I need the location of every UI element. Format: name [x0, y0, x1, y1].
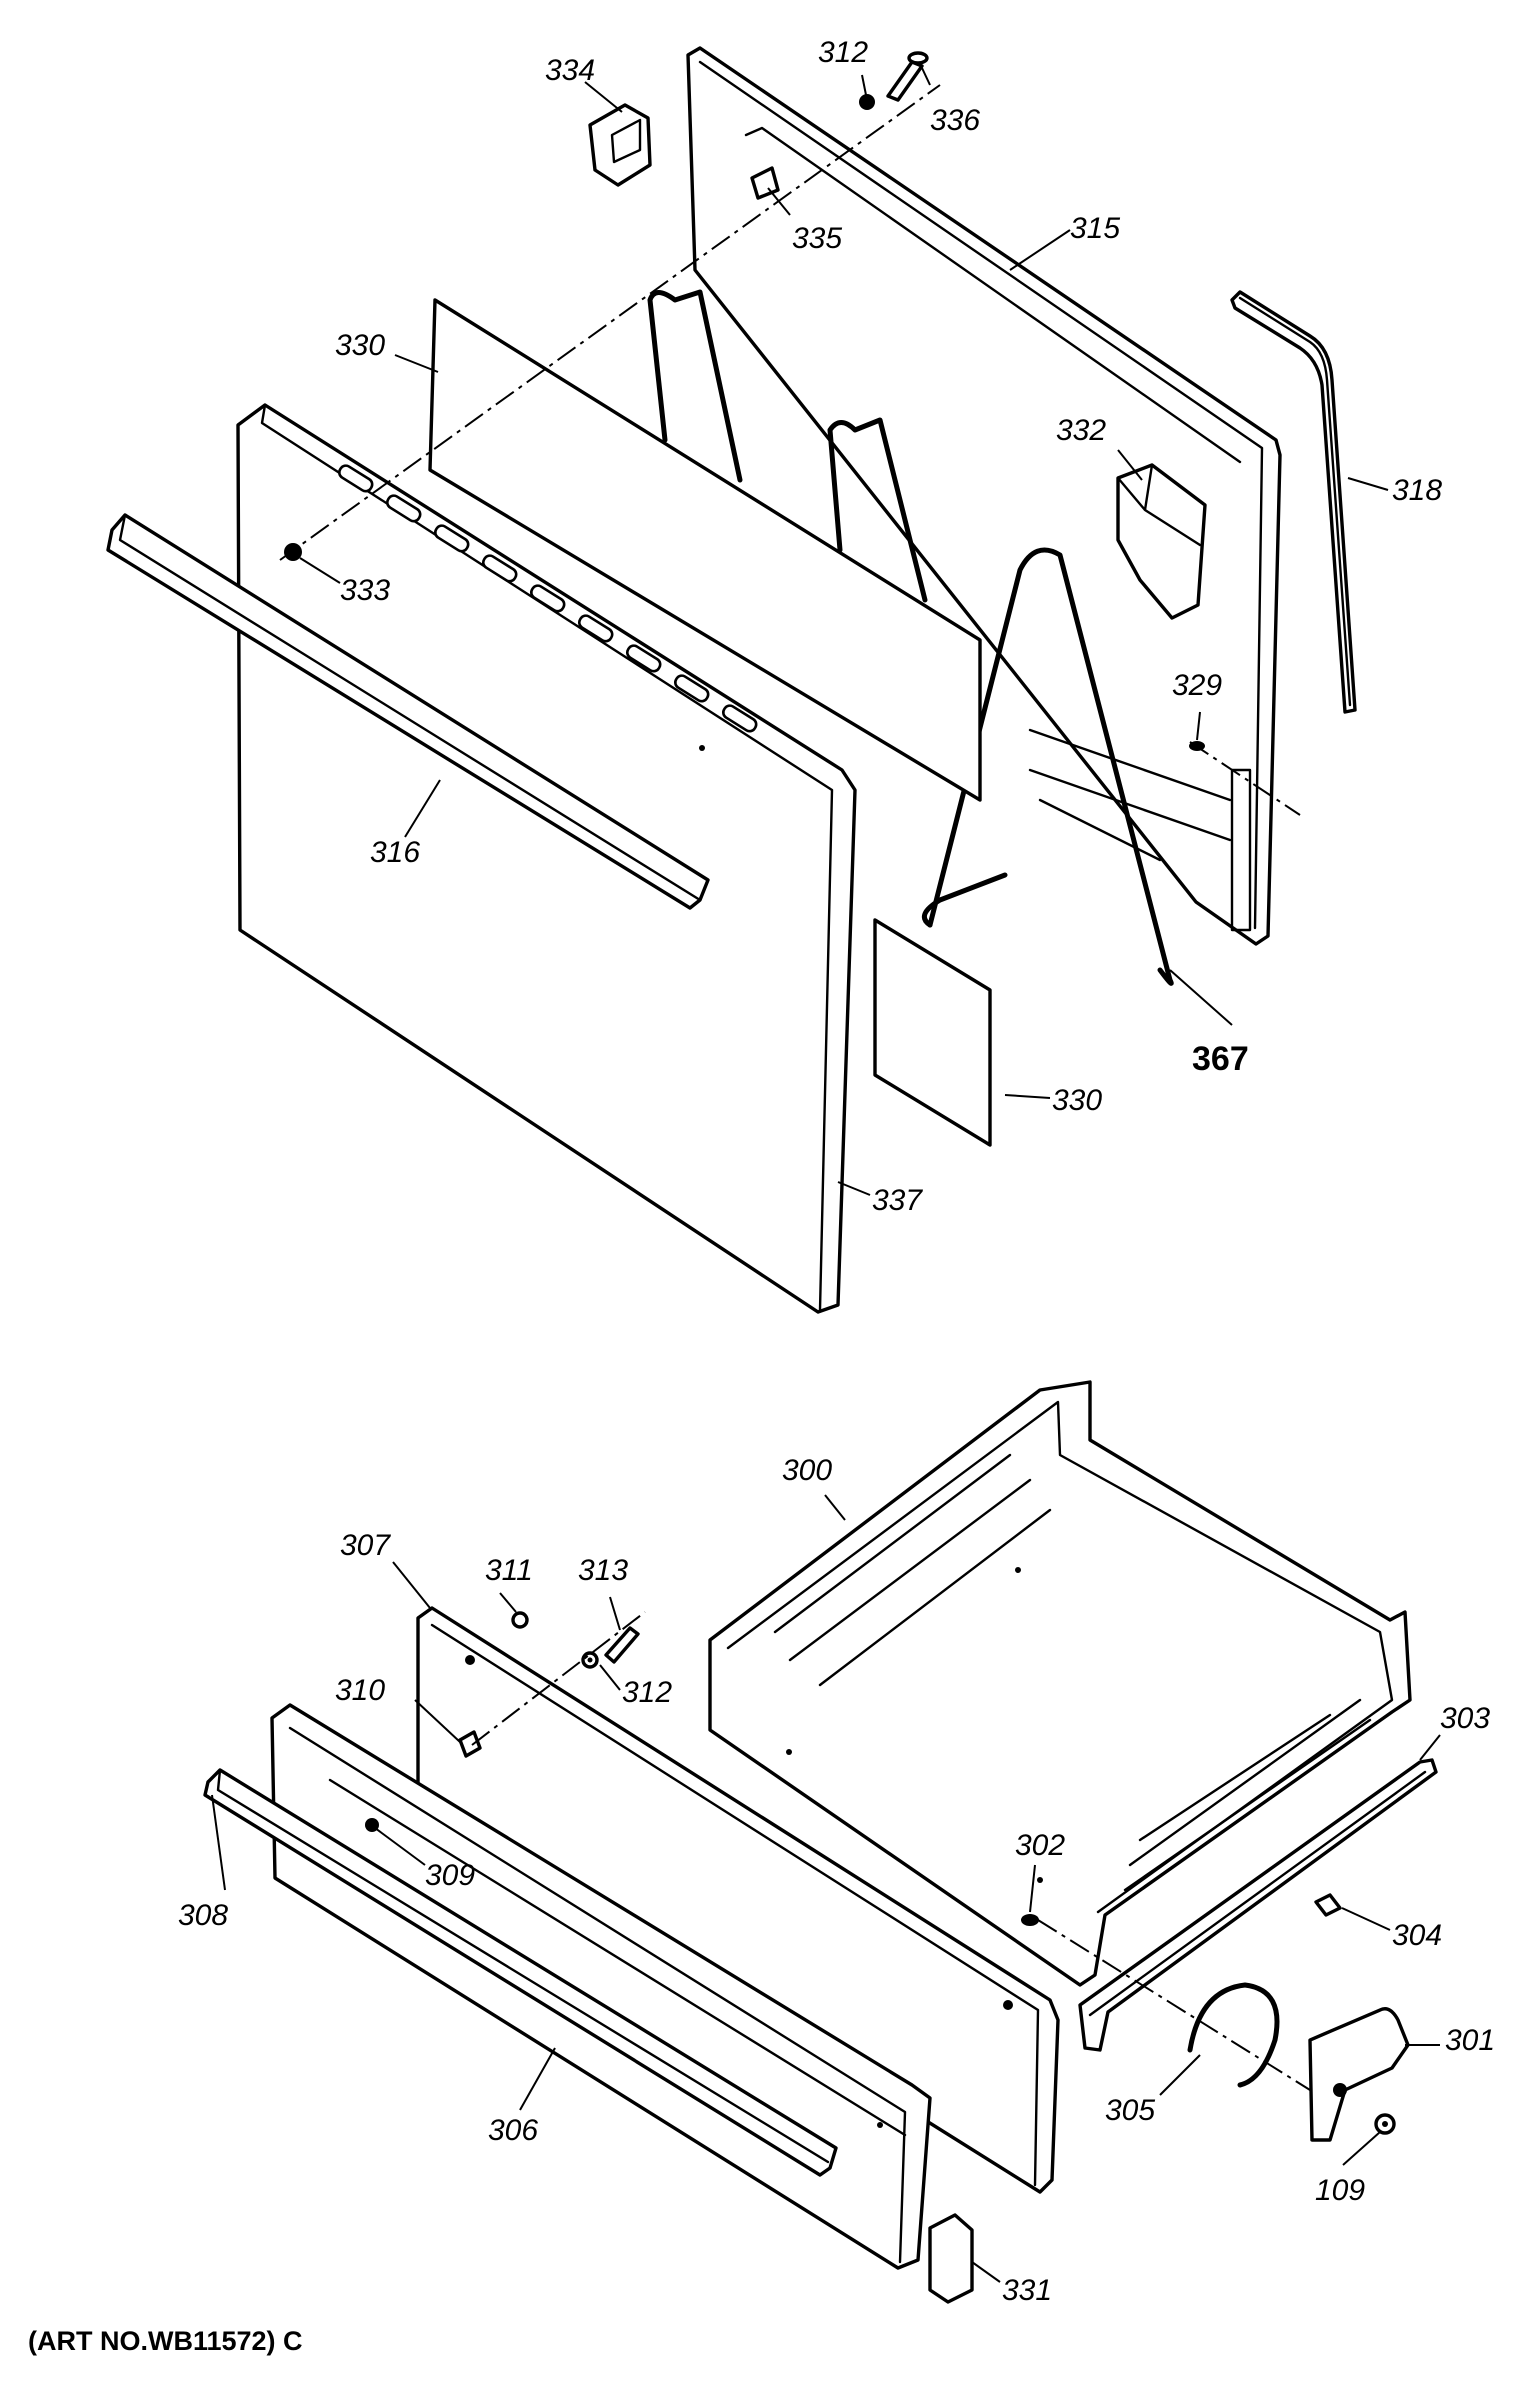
callout-331: 331	[1002, 2274, 1052, 2307]
callout-318: 318	[1392, 474, 1442, 507]
callout-305: 305	[1105, 2094, 1155, 2127]
upper-insulation-panel	[428, 298, 982, 802]
drawer-slide-rail	[1078, 1758, 1438, 2052]
callout-315: 315	[1070, 212, 1120, 245]
callout-303: 303	[1440, 1702, 1490, 1735]
callout-308: 308	[178, 1899, 228, 1932]
drawer-body	[708, 1380, 1412, 1987]
rack-support-wires	[647, 289, 928, 603]
screw-336	[886, 51, 929, 102]
nut-311	[511, 1611, 529, 1629]
nut-310	[458, 1730, 482, 1758]
callout-307: 307	[340, 1529, 391, 1562]
oven-rack-wire	[921, 547, 1174, 986]
callout-310: 310	[335, 1674, 385, 1707]
callout-316: 316	[370, 836, 420, 869]
callout-333: 333	[340, 574, 390, 607]
callout-301: 301	[1445, 2024, 1495, 2057]
grommet-333	[284, 543, 302, 561]
screw-302	[1021, 1914, 1039, 1926]
callout-109: 109	[1315, 2174, 1365, 2207]
hinge-bracket-334	[588, 103, 652, 187]
callout-337: 337	[872, 1184, 923, 1217]
roller-304	[1314, 1893, 1342, 1917]
part-callouts: 334 312 336 335 315 330 318 332 333 329 …	[178, 36, 1495, 2307]
callout-334: 334	[545, 54, 595, 87]
callout-367: 367	[1192, 1040, 1249, 1078]
washer-312	[581, 1651, 599, 1669]
drawer-handle	[203, 1768, 838, 2177]
callout-332: 332	[1056, 414, 1106, 447]
door-inner-liner	[686, 46, 1282, 946]
callout-311: 311	[485, 1554, 533, 1587]
leader-lines-bottom	[211, 1494, 1441, 2283]
callout-329: 329	[1172, 669, 1222, 702]
art-number: (ART NO.WB11572) C	[28, 2326, 303, 2356]
callout-330-lower: 330	[1052, 1084, 1102, 1117]
glide-331	[928, 2213, 974, 2304]
lower-insulation-panel	[873, 918, 992, 1147]
callout-335: 335	[792, 222, 842, 255]
callout-313: 313	[578, 1554, 628, 1587]
leader-lines-top	[299, 67, 1389, 1196]
door-trim-strip	[1230, 290, 1357, 714]
clip-335	[750, 166, 780, 200]
callout-312-top: 312	[818, 36, 868, 69]
bolt-313	[604, 1626, 640, 1664]
spring-clip-305	[1187, 1982, 1280, 2088]
callout-302: 302	[1015, 1829, 1065, 1862]
drawer-bracket-301	[1308, 2007, 1410, 2142]
callout-306: 306	[488, 2114, 538, 2147]
callout-304: 304	[1392, 1919, 1442, 1952]
callout-312-bottom: 312	[622, 1676, 672, 1709]
nut-312	[859, 94, 875, 110]
nut-109	[1374, 2113, 1396, 2135]
callout-330-upper: 330	[335, 329, 385, 362]
callout-309: 309	[425, 1859, 475, 1892]
door-handle	[106, 513, 710, 910]
door-vent-slots	[337, 464, 758, 751]
callout-336: 336	[930, 104, 980, 137]
callout-300: 300	[782, 1454, 832, 1487]
insulation-block	[1116, 463, 1207, 620]
